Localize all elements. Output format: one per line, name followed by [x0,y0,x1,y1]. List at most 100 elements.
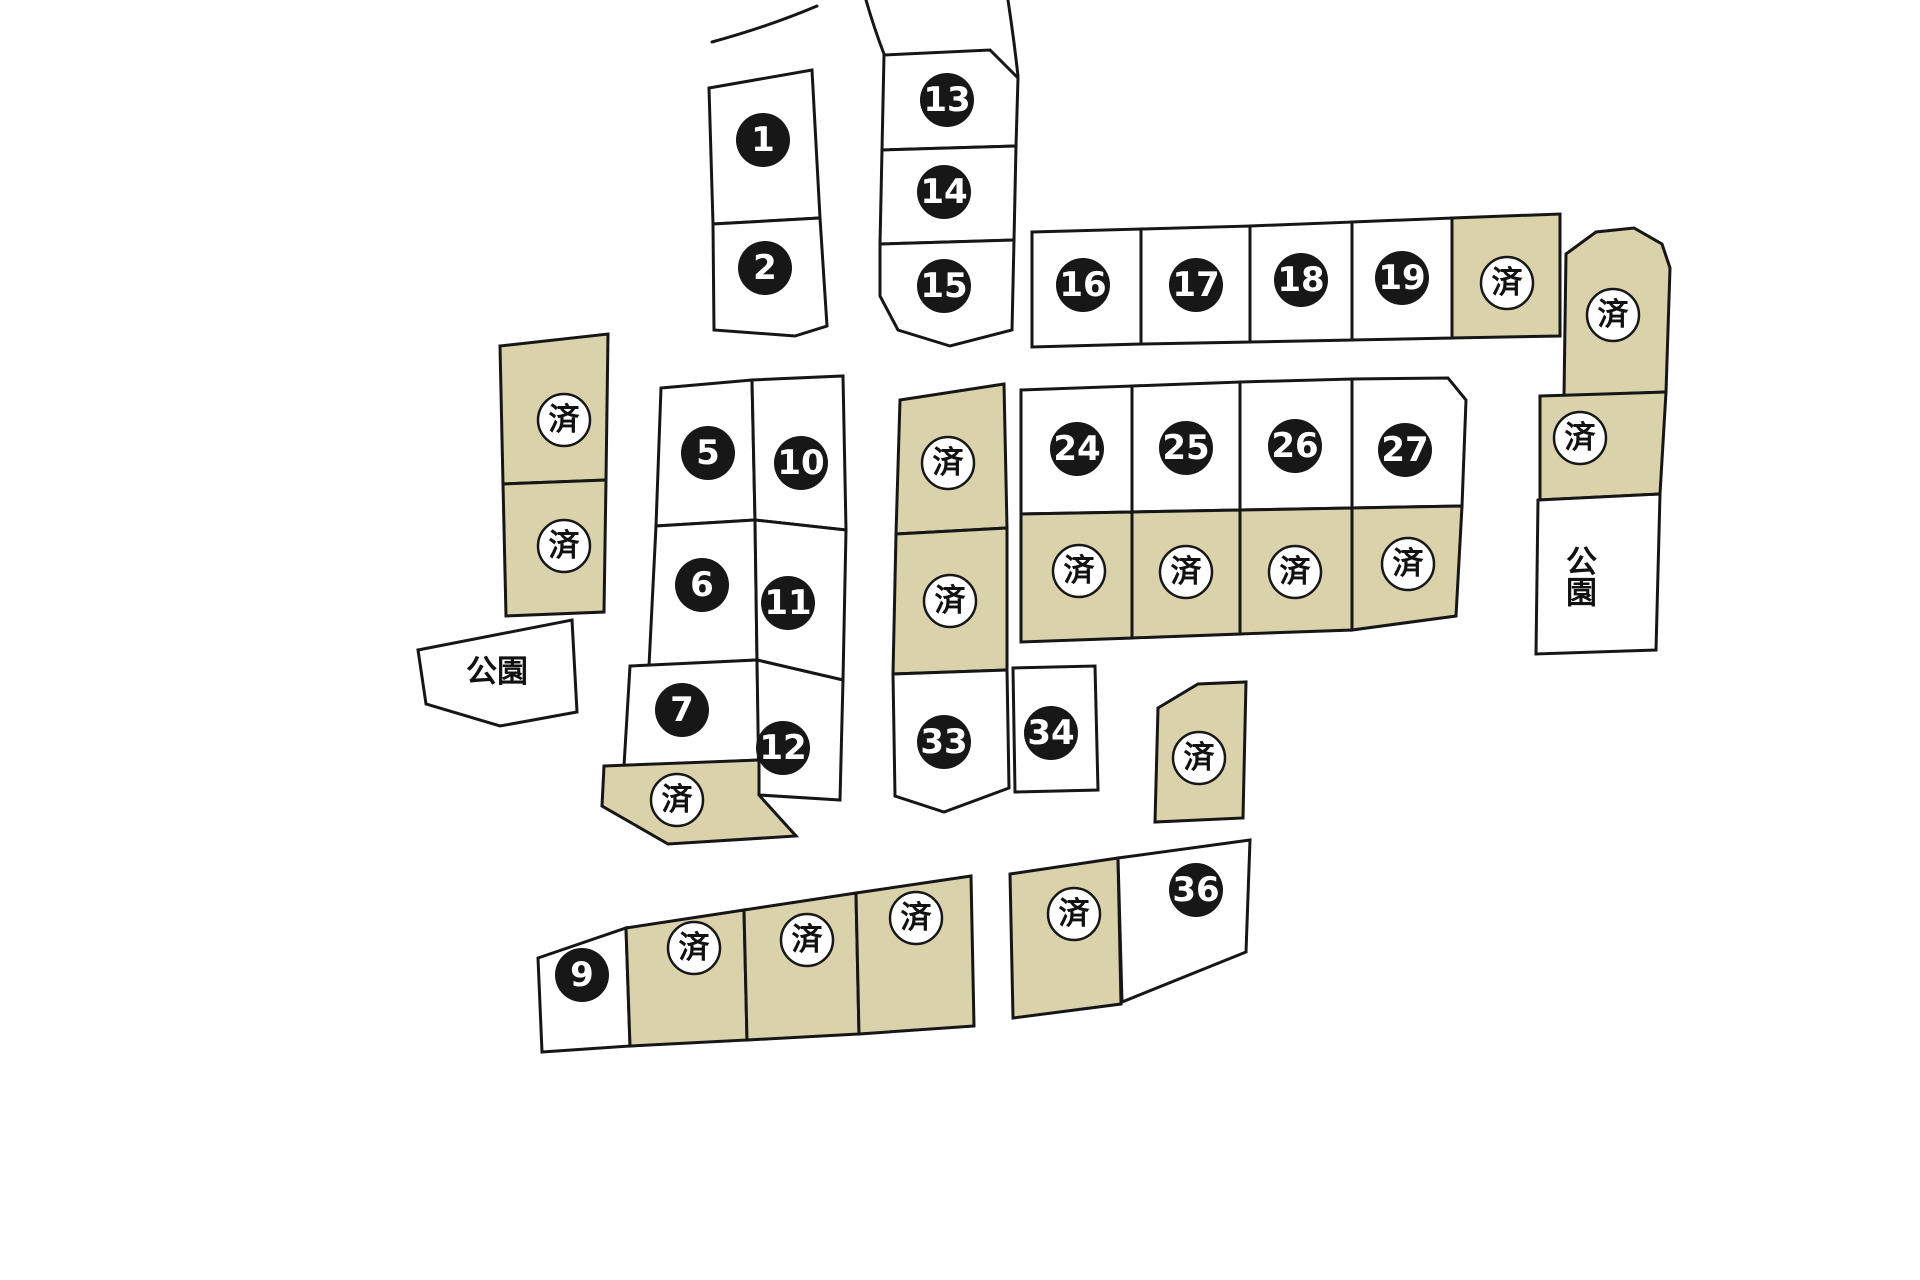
park-area [1534,492,1662,656]
sold-label: 済 [1184,740,1216,776]
lot-6: 6 [647,518,759,668]
lot-number-badge [1050,422,1104,476]
lot-number-label: 33 [920,722,967,762]
lot-sold-12: 済 [1350,504,1464,632]
lot-number-badge [736,113,790,167]
lot-number-badge [1375,251,1429,305]
lot-number-badge [1268,419,1322,473]
park-area [416,618,579,728]
lot-number-label: 15 [920,266,967,306]
lot-number-label: 13 [923,80,970,120]
park-label: 公園 [1560,545,1597,607]
lot-13: 13 [880,48,1020,152]
sold-badge [888,890,944,946]
lot-sold-14: 済 [624,908,749,1048]
lot-number-label: 36 [1172,870,1219,910]
lot-10: 10 [750,374,848,532]
lot-9: 9 [536,925,632,1054]
lot-number-label: 18 [1277,260,1324,300]
lot-sold-11: 済 [1238,506,1354,636]
lot-25: 25 [1130,380,1242,514]
lot-number-badge [1056,258,1110,312]
sold-badge [1585,287,1641,343]
lot-number-label: 7 [670,690,694,730]
sold-label: 済 [935,583,967,619]
sold-label: 済 [679,930,711,966]
park-left: 公園 [416,618,579,728]
lot-1: 1 [707,68,822,226]
sold-badge [649,772,705,828]
lot-number-badge [917,715,971,769]
lot-7: 7 [622,658,761,768]
sold-badge [1552,410,1608,466]
sold-label: 済 [1171,554,1203,590]
lot-sold-16: 済 [854,874,976,1036]
sold-label: 済 [662,782,694,818]
lot-number-badge [1024,706,1078,760]
lot-number-label: 24 [1053,429,1100,469]
lot-sold-7: 済 [894,382,1009,536]
lot-number-label: 26 [1271,426,1318,466]
road-edge [864,0,886,56]
lot-number-badge [761,576,815,630]
lot-5: 5 [654,378,757,528]
sold-badge [922,573,978,629]
lot-sold-10: 済 [1130,508,1242,640]
lot-sold-4: 済 [498,332,610,486]
sold-label: 済 [933,445,965,481]
lot-number-label: 1 [751,120,775,160]
lot-sold-9: 済 [1019,510,1134,644]
lot-number-label: 2 [753,248,777,288]
lot-36: 36 [1116,838,1252,1005]
lot-27: 27 [1350,376,1468,510]
lot-number-label: 9 [570,955,594,995]
lot-number-badge [681,426,735,480]
lot-sold-5: 済 [501,478,608,618]
lot-15: 15 [878,238,1016,348]
lot-sold-8: 済 [891,526,1009,676]
lot-12: 12 [755,658,845,802]
sold-label: 済 [901,900,933,936]
sold-badge [779,912,835,968]
lot-sold-13: 済 [1153,680,1248,824]
sold-badge [920,435,976,491]
lot-16: 16 [1030,227,1143,349]
lot-sold-15: 済 [742,891,861,1042]
lot-33: 33 [891,668,1011,814]
lot-18: 18 [1248,220,1354,344]
road-edge [1006,0,1020,78]
lot-number-badge [1378,423,1432,477]
sold-badge [1051,543,1107,599]
lot-number-label: 25 [1162,428,1209,468]
sold-label: 済 [1059,896,1091,932]
sold-label: 済 [1393,546,1425,582]
lot-19: 19 [1350,216,1454,342]
lot-number-badge [1169,863,1223,917]
sold-badge [1267,544,1323,600]
sold-badge [1380,536,1436,592]
lot-number-label: 11 [764,583,811,623]
lot-number-badge [1274,253,1328,307]
lot-number-label: 6 [690,565,714,605]
sold-label: 済 [792,922,824,958]
sold-badge [666,920,722,976]
lot-number-badge [756,721,810,775]
sold-badge [1479,255,1535,311]
sold-badge [536,392,592,448]
lot-sold-6: 済 [600,758,800,846]
lot-number-label: 16 [1059,265,1106,305]
park-right: 公園 [1534,492,1662,656]
sold-badge [1158,544,1214,600]
lot-number-badge [774,436,828,490]
lot-number-badge [655,683,709,737]
lot-number-label: 34 [1027,713,1074,753]
lot-34: 34 [1011,664,1100,794]
lot-sold-3: 済 [1538,390,1668,502]
sold-badge [536,518,592,574]
lot-2: 2 [711,216,829,338]
sold-label: 済 [549,528,581,564]
lot-number-label: 17 [1172,265,1219,305]
lot-24: 24 [1019,384,1134,516]
sold-label: 済 [1492,265,1524,301]
